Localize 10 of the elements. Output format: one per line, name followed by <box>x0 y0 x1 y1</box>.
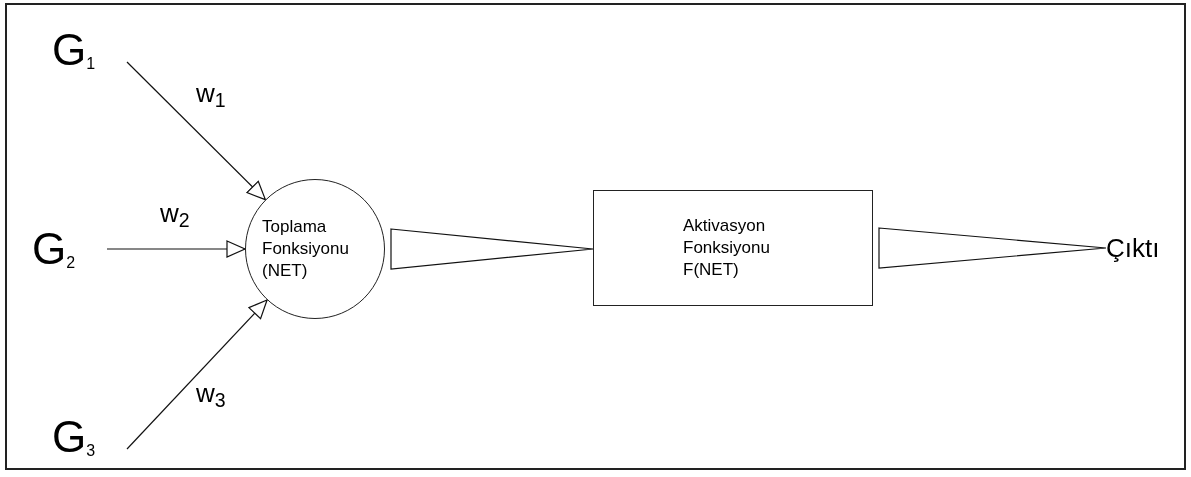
input-label: G$_{2}$ <box>32 225 107 273</box>
arrow <box>126 61 266 201</box>
wedge-arrow <box>390 228 594 270</box>
arrow <box>126 299 268 450</box>
arrow <box>106 240 246 258</box>
output-label: Çıktı <box>1106 230 1182 266</box>
activation-box: Aktivasyon Fonksiyonu F(NET) <box>593 190 873 306</box>
input-label: G$_{1}$ <box>52 26 127 74</box>
wedge-arrow <box>878 227 1107 269</box>
input-label: G$_{3}$ <box>52 413 127 461</box>
